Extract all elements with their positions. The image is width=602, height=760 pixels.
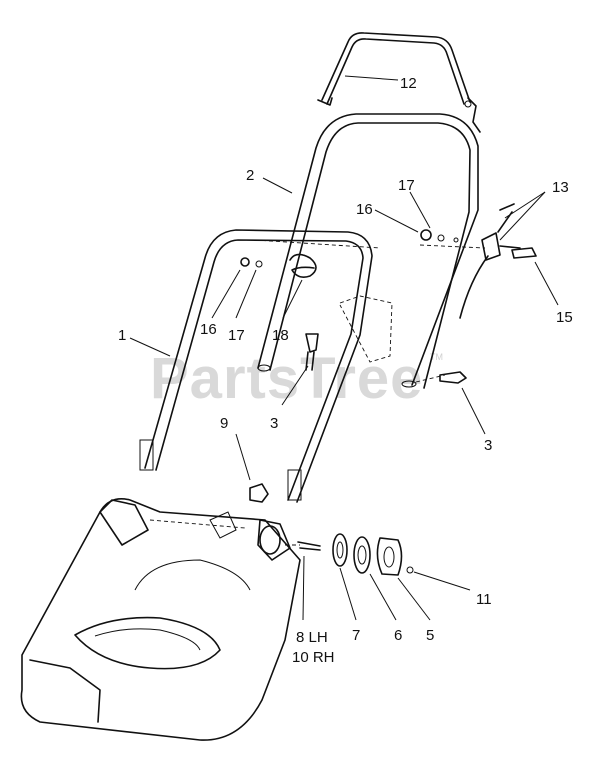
part-1-lower-handle <box>139 229 373 503</box>
callout-3-left: 3 <box>270 415 278 432</box>
callout-labels: 12 2 17 13 16 1 16 17 18 15 3 3 9 11 7 6… <box>118 75 573 666</box>
callout-7: 7 <box>352 627 360 644</box>
mower-deck <box>20 498 301 741</box>
callout-6: 6 <box>394 627 402 644</box>
callout-2: 2 <box>246 167 254 184</box>
part-13-switch-cable <box>459 203 537 319</box>
watermark-text: PartsTree <box>150 346 423 411</box>
callout-5: 5 <box>426 627 434 644</box>
callout-9: 9 <box>220 415 228 432</box>
callout-17-right: 17 <box>398 177 415 194</box>
callout-3-right: 3 <box>484 437 492 454</box>
callout-15: 15 <box>556 309 573 326</box>
wheel-assembly <box>297 533 414 576</box>
callout-13: 13 <box>552 179 569 196</box>
part-2-upper-handle <box>257 113 479 389</box>
callout-11: 11 <box>476 591 492 608</box>
callout-10-rh: 10 RH <box>292 649 335 666</box>
part-12-bail-bar <box>317 32 481 133</box>
watermark-trademark: TM <box>430 352 443 362</box>
callout-8-lh: 8 LH <box>296 629 328 646</box>
callout-18: 18 <box>272 327 289 344</box>
part-18-cable-clip <box>289 253 317 278</box>
callout-1: 1 <box>118 327 126 344</box>
callout-16-right: 16 <box>356 201 373 218</box>
part-9-bracket <box>249 483 269 503</box>
callout-17-left: 17 <box>228 327 245 344</box>
callout-16-left: 16 <box>200 321 217 338</box>
part-3-handle-knobs <box>305 333 467 384</box>
hardware-nuts-washers <box>240 229 445 268</box>
callout-leaders <box>129 75 559 621</box>
callout-12: 12 <box>400 75 417 92</box>
